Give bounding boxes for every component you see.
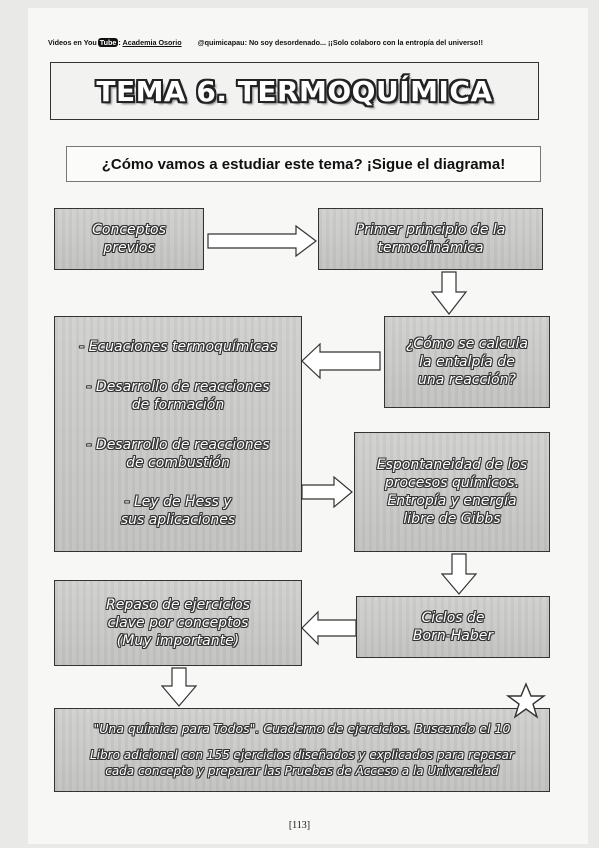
ecuaciones-item-3: - Desarrollo de reacciones de combustión	[86, 436, 269, 472]
ecuaciones-item-2: - Desarrollo de reacciones de formación	[86, 378, 269, 414]
ecuaciones-item-4: - Ley de Hess y sus aplicaciones	[121, 493, 235, 529]
bottom-line-1: "Una química para Todos". Cuaderno de ej…	[93, 720, 511, 736]
arrow-right-2	[301, 475, 353, 509]
ecuaciones-item-4-line-2: sus aplicaciones	[120, 512, 236, 529]
calcula-line-1: ¿Cómo se calcula	[406, 335, 528, 352]
arrow-left-1	[301, 342, 381, 380]
arrow-down-2	[440, 553, 478, 595]
page-title: TEMA 6. TERMOQUÍMICA	[96, 74, 493, 108]
calcula-line-3: una reacción?	[418, 372, 516, 389]
ecuaciones-item-1: - Ecuaciones termoquímicas	[79, 339, 277, 356]
arrow-down-3	[160, 667, 198, 707]
ciclos-line-2: Born-Haber	[412, 628, 494, 644]
question-box: ¿Cómo vamos a estudiar este tema? ¡Sigue…	[66, 146, 541, 182]
box-ciclos: Ciclos de Born-Haber	[356, 596, 550, 658]
primer-line-2: termodinámica	[377, 240, 484, 256]
repaso-line-3: (Muy importante)	[116, 633, 240, 650]
videos-suffix: :	[118, 38, 123, 47]
box-como-se-calcula: ¿Cómo se calcula la entalpía de una reac…	[384, 316, 550, 408]
arrow-left-2	[301, 610, 357, 646]
bottom-line-2b: cada concepto y preparar las Pruebas de …	[105, 763, 499, 778]
twitter-text: @quimicapau: No soy desordenado... ¡¡Sol…	[197, 38, 483, 47]
videos-prefix: Videos en You	[48, 38, 97, 47]
ecuaciones-item-3-line-1: - Desarrollo de reacciones	[86, 436, 270, 453]
box-bottom-libro: "Una química para Todos". Cuaderno de ej…	[54, 708, 550, 792]
ecuaciones-item-2-line-2: de formación	[131, 397, 225, 414]
calcula-line-2: la entalpía de	[419, 353, 515, 370]
espontaneidad-line-3: Entropía y energía	[387, 493, 517, 509]
conceptos-line-1: Conceptos	[92, 221, 166, 238]
title-box: TEMA 6. TERMOQUÍMICA	[50, 62, 539, 120]
page-number: [113]	[288, 820, 311, 831]
bottom-line-2a: Libro adicional con 155 ejercicios diseñ…	[90, 748, 514, 763]
star-icon	[506, 682, 546, 719]
ecuaciones-item-2-line-1: - Desarrollo de reacciones	[86, 378, 270, 395]
arrow-right-1	[207, 224, 317, 258]
box-primer-principio: Primer principio de la termodinámica	[318, 208, 543, 270]
conceptos-line-2: previos	[103, 240, 155, 256]
repaso-line-1: Repaso de ejercicios	[106, 596, 250, 613]
repaso-line-2: clave por conceptos	[107, 614, 249, 631]
espontaneidad-line-2: procesos químicos.	[384, 474, 520, 491]
primer-line-1: Primer principio de la	[355, 221, 506, 238]
ecuaciones-item-3-line-2: de combustión	[126, 454, 230, 471]
espontaneidad-line-4: libre de Gibbs	[403, 511, 501, 528]
arrow-down-1	[430, 271, 468, 315]
channel-link[interactable]: Academia Osorio	[122, 38, 182, 47]
ecuaciones-item-4-line-1: - Ley de Hess y	[124, 494, 232, 511]
bottom-line-2: Libro adicional con 155 ejercicios diseñ…	[90, 748, 514, 779]
espontaneidad-line-1: Espontaneidad de los	[376, 456, 528, 473]
box-repaso: Repaso de ejercicios clave por conceptos…	[54, 580, 302, 666]
box-conceptos-previos: Conceptos previos	[54, 208, 204, 270]
youtube-logo-icon: Tube	[97, 38, 119, 47]
question-text: ¿Cómo vamos a estudiar este tema? ¡Sigue…	[101, 155, 506, 173]
box-ecuaciones: - Ecuaciones termoquímicas - Desarrollo …	[54, 316, 302, 552]
ciclos-line-1: Ciclos de	[421, 609, 485, 626]
box-espontaneidad: Espontaneidad de los procesos químicos. …	[354, 432, 550, 552]
